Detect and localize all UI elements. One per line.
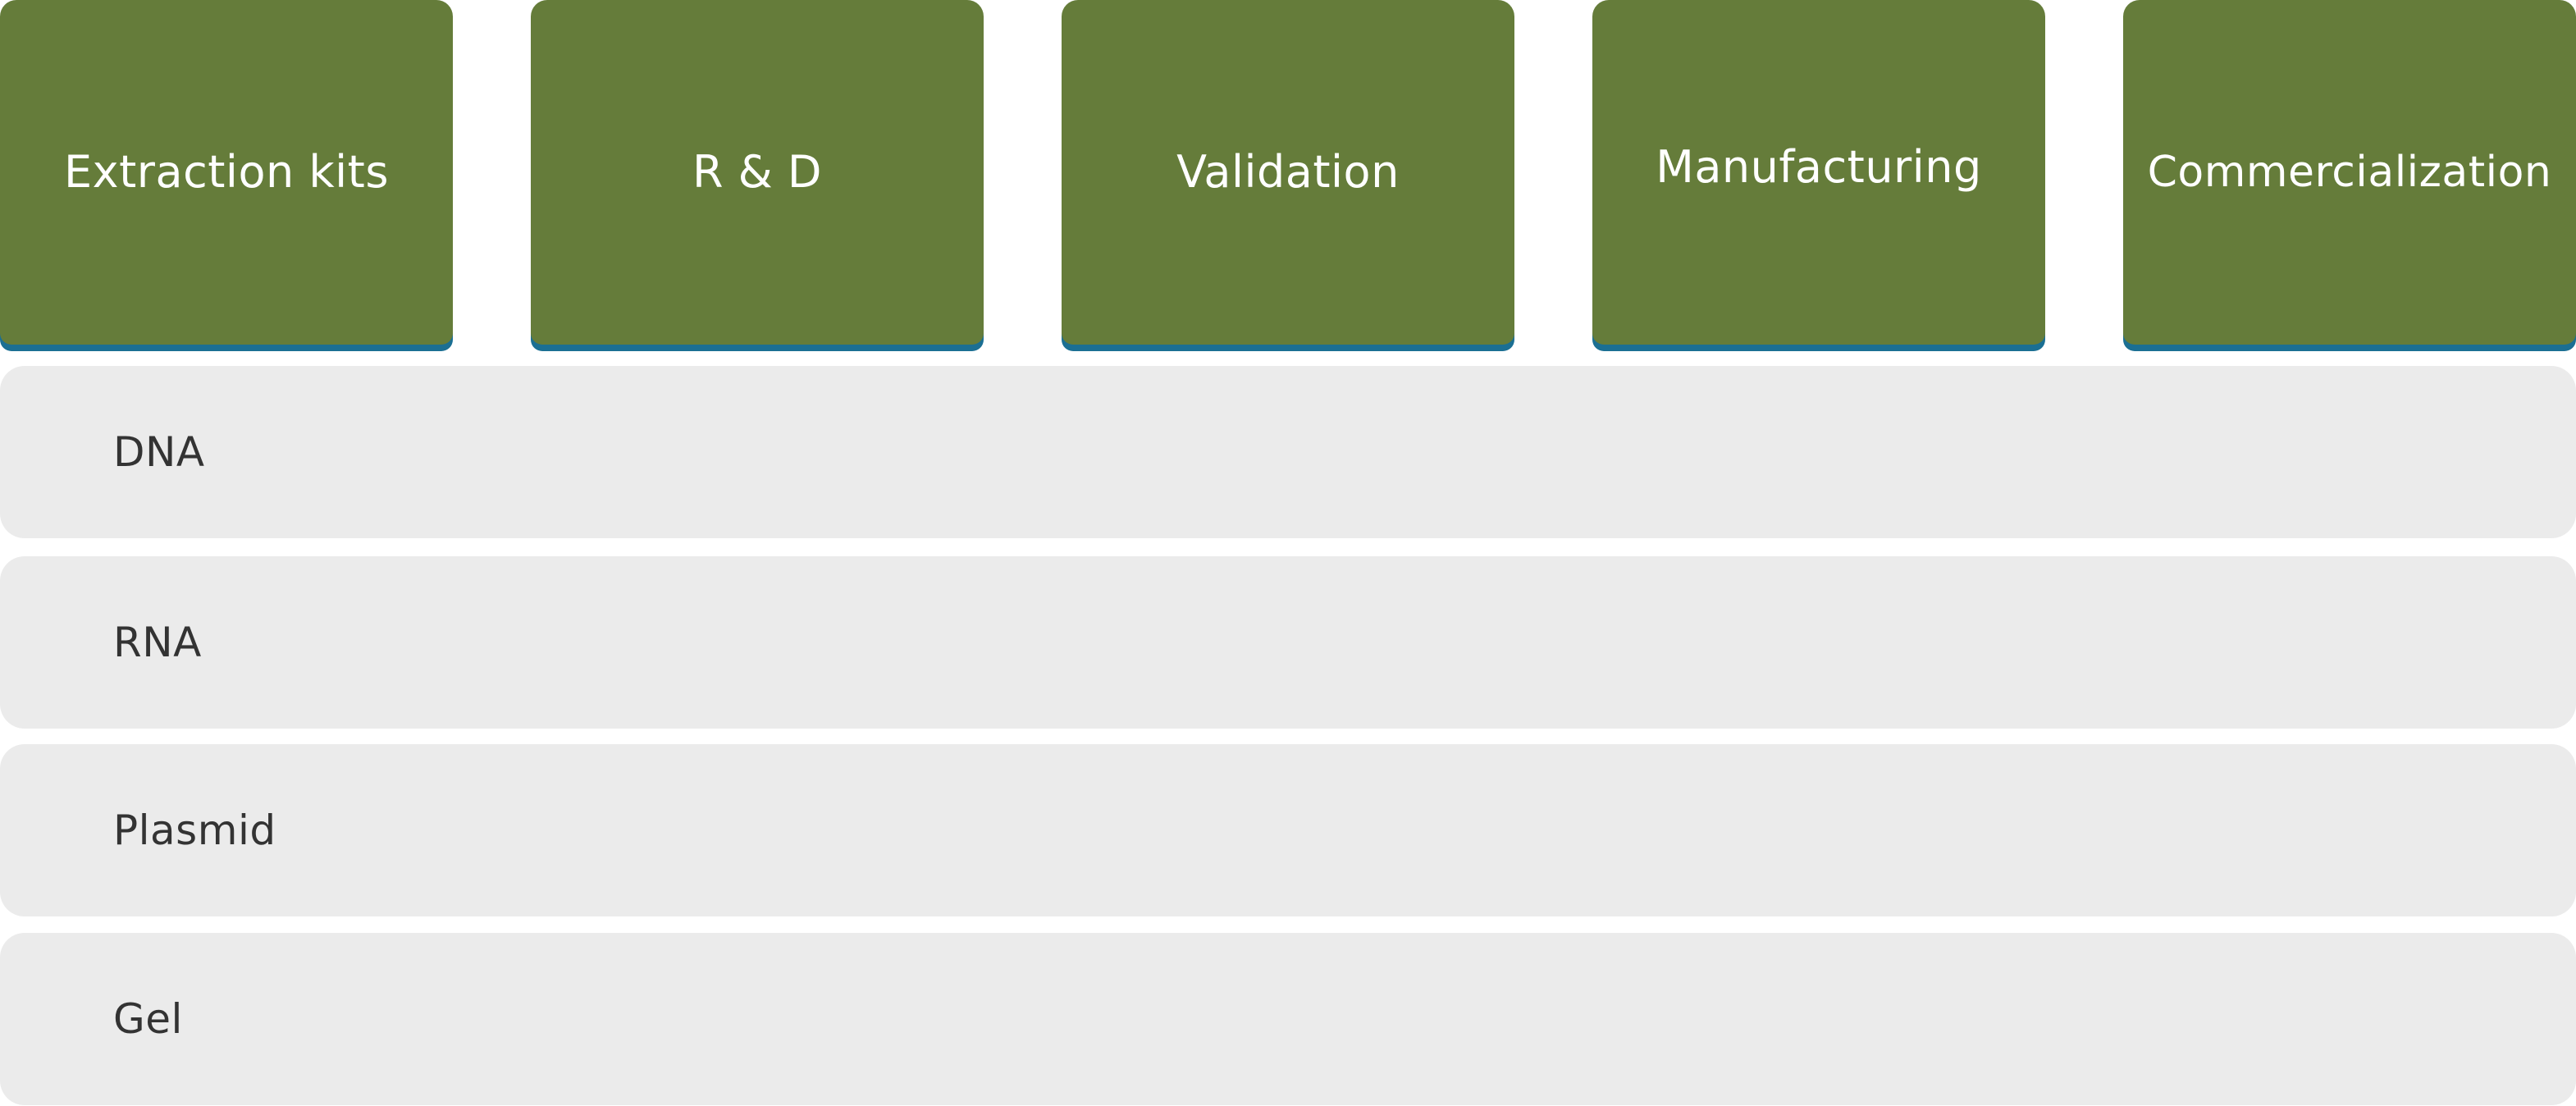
stage-tab-label: Validation <box>1176 146 1400 198</box>
stage-tab-extraction-kits[interactable]: Extraction kits <box>0 0 453 345</box>
stage-tab-validation[interactable]: Validation <box>1062 0 1514 345</box>
stage-tab-r-and-d[interactable]: R & D <box>531 0 984 345</box>
kit-row-plasmid[interactable]: Plasmid <box>0 744 2576 916</box>
stage-tab-label: R & D <box>692 146 823 198</box>
stage-header-row: Extraction kits R & D Validation Manufac… <box>0 0 2576 354</box>
kit-row-dna[interactable]: DNA <box>0 366 2576 538</box>
stage-tab-label: Extraction kits <box>64 146 389 198</box>
kit-row-rna[interactable]: RNA <box>0 556 2576 729</box>
stage-tab-manufacturing[interactable]: Manufacturing <box>1592 0 2045 345</box>
kit-row-label: Plasmid <box>113 807 276 854</box>
kit-row-gel[interactable]: Gel <box>0 933 2576 1105</box>
kit-row-label: Gel <box>113 995 183 1043</box>
stage-tab-commercialization[interactable]: Commercialization <box>2123 0 2576 345</box>
kit-row-label: DNA <box>113 428 205 476</box>
stage-tab-label: Manufacturing <box>1656 141 1982 193</box>
stage-tab-label: Commercialization <box>2147 148 2552 197</box>
kit-row-label: RNA <box>113 619 202 666</box>
